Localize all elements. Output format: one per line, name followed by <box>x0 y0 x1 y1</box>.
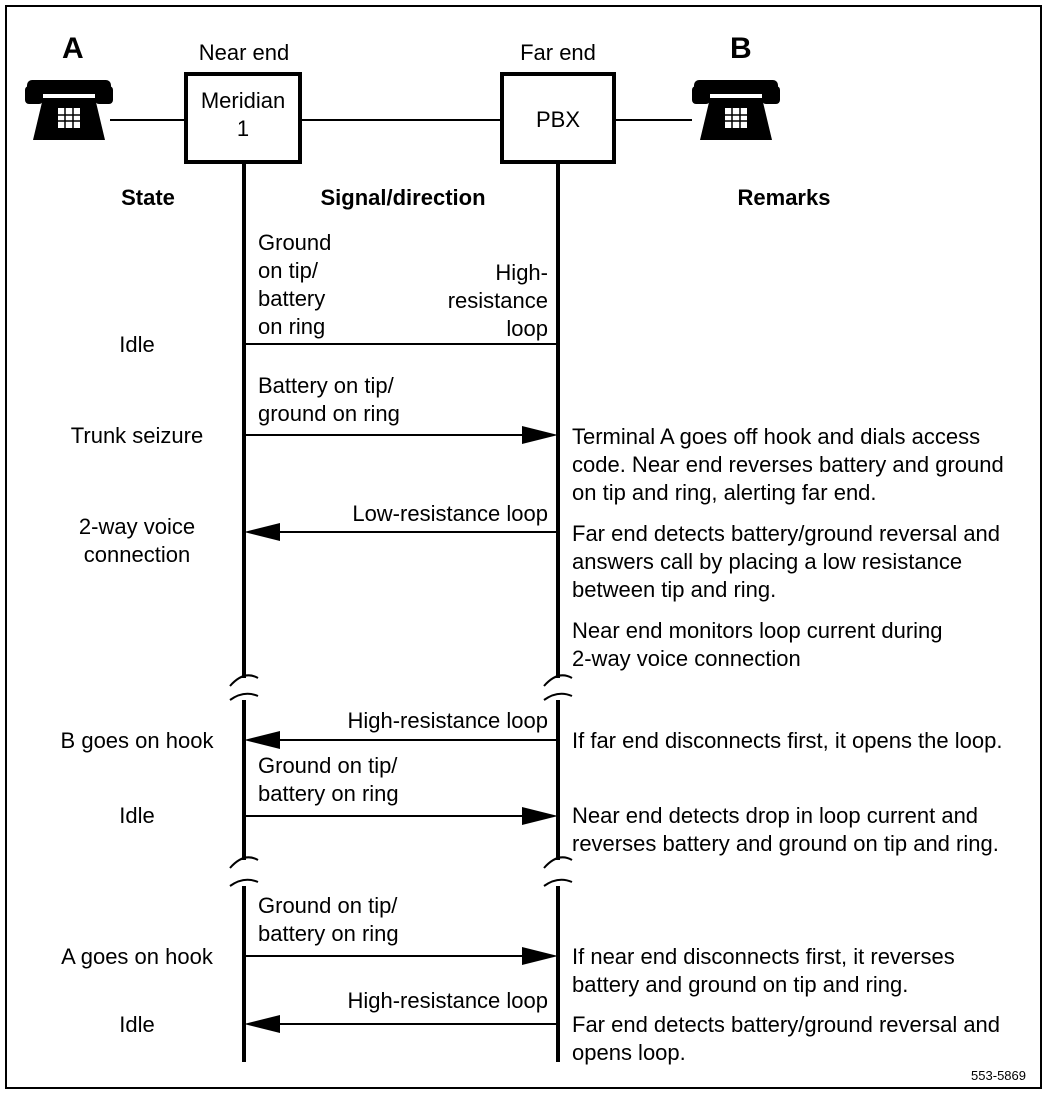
timelines <box>229 162 573 1062</box>
signal-label: battery on ring <box>258 921 399 946</box>
arrow-right-icon <box>522 426 558 444</box>
pbx-label: PBX <box>536 107 580 132</box>
signal-label: Ground on tip/ <box>258 893 398 918</box>
figure-id: 553-5869 <box>971 1068 1026 1083</box>
arrow-left-icon <box>244 523 280 541</box>
far-break-mark <box>543 692 573 701</box>
meridian-label-line2: 1 <box>237 116 249 141</box>
far-break-mark <box>543 878 573 887</box>
signal-label: Ground on tip/ <box>258 753 398 778</box>
party-a-label: A <box>62 32 84 65</box>
header-state: State <box>121 185 175 210</box>
far-break-mark <box>543 674 573 687</box>
signal-label: High-resistance loop <box>347 708 548 733</box>
signal-label: resistance <box>448 288 548 313</box>
meridian-label-line1: Meridian <box>201 88 285 113</box>
signal-label: Ground <box>258 230 331 255</box>
signal-label: High- <box>495 260 548 285</box>
state-label: Idle <box>119 1012 154 1037</box>
signal-label: battery on ring <box>258 781 399 806</box>
remark-text: Near end detects drop in loop current an… <box>572 803 978 828</box>
near-end-label: Near end <box>199 40 290 65</box>
diagram-frame <box>5 5 1042 1089</box>
near-break-mark <box>229 878 259 887</box>
telephone-a-icon <box>25 80 113 140</box>
remark-text: code. Near end reverses battery and grou… <box>572 452 1004 477</box>
far-break-mark <box>543 856 573 869</box>
remark-text: Near end monitors loop current during <box>572 618 943 643</box>
remark-text: opens loop. <box>572 1040 686 1065</box>
signal-label: High-resistance loop <box>347 988 548 1013</box>
arrow-right-icon <box>522 807 558 825</box>
remark-text: Terminal A goes off hook and dials acces… <box>572 424 980 449</box>
signal-row: Idle Ground on tip/battery on ring High-resi… <box>119 230 558 357</box>
state-label: A goes on hook <box>61 944 214 969</box>
signal-row: Near end monitors loop current during 2-w… <box>572 618 943 671</box>
remark-text: between tip and ring. <box>572 577 776 602</box>
state-label: connection <box>84 542 190 567</box>
state-label: Idle <box>119 332 154 357</box>
remark-text: If far end disconnects first, it opens t… <box>572 728 1002 753</box>
near-break-mark <box>229 692 259 701</box>
telephone-b-icon <box>692 80 780 140</box>
party-b-label: B <box>730 32 752 65</box>
signal-row: 2-way voice connection Low-resistance loop… <box>79 501 1000 602</box>
near-break-mark <box>229 856 259 869</box>
signal-label: Low-resistance loop <box>352 501 548 526</box>
remark-text: battery and ground on tip and ring. <box>572 972 908 997</box>
state-label: Trunk seizure <box>71 423 203 448</box>
remark-text: answers call by placing a low resistance <box>572 549 962 574</box>
remark-text: on tip and ring, alerting far end. <box>572 480 877 505</box>
arrow-left-icon <box>244 731 280 749</box>
arrow-left-icon <box>244 1015 280 1033</box>
remark-text: If near end disconnects first, it revers… <box>572 944 955 969</box>
signal-label: Battery on tip/ <box>258 373 395 398</box>
remark-text: 2-way voice connection <box>572 646 801 671</box>
header-remarks: Remarks <box>738 185 831 210</box>
signal-label: on tip/ <box>258 258 319 283</box>
signal-label: loop <box>506 316 548 341</box>
far-end-label: Far end <box>520 40 596 65</box>
signal-row: A goes on hook Ground on tip/battery on r… <box>61 893 955 997</box>
remark-text: Far end detects battery/ground reversal … <box>572 1012 1000 1037</box>
arrow-right-icon <box>522 947 558 965</box>
state-label: 2-way voice <box>79 514 195 539</box>
header-signal: Signal/direction <box>320 185 485 210</box>
remark-text: reverses battery and ground on tip and r… <box>572 831 999 856</box>
signal-label: ground on ring <box>258 401 400 426</box>
state-label: B goes on hook <box>61 728 215 753</box>
remark-text: Far end detects battery/ground reversal … <box>572 521 1000 546</box>
state-label: Idle <box>119 803 154 828</box>
near-break-mark <box>229 674 259 687</box>
signal-row: B goes on hook High-resistance loop If far… <box>61 708 1003 753</box>
signal-row: Trunk seizure Battery on tip/ground on ri… <box>71 373 1004 505</box>
signal-label: on ring <box>258 314 325 339</box>
signal-label: battery <box>258 286 325 311</box>
